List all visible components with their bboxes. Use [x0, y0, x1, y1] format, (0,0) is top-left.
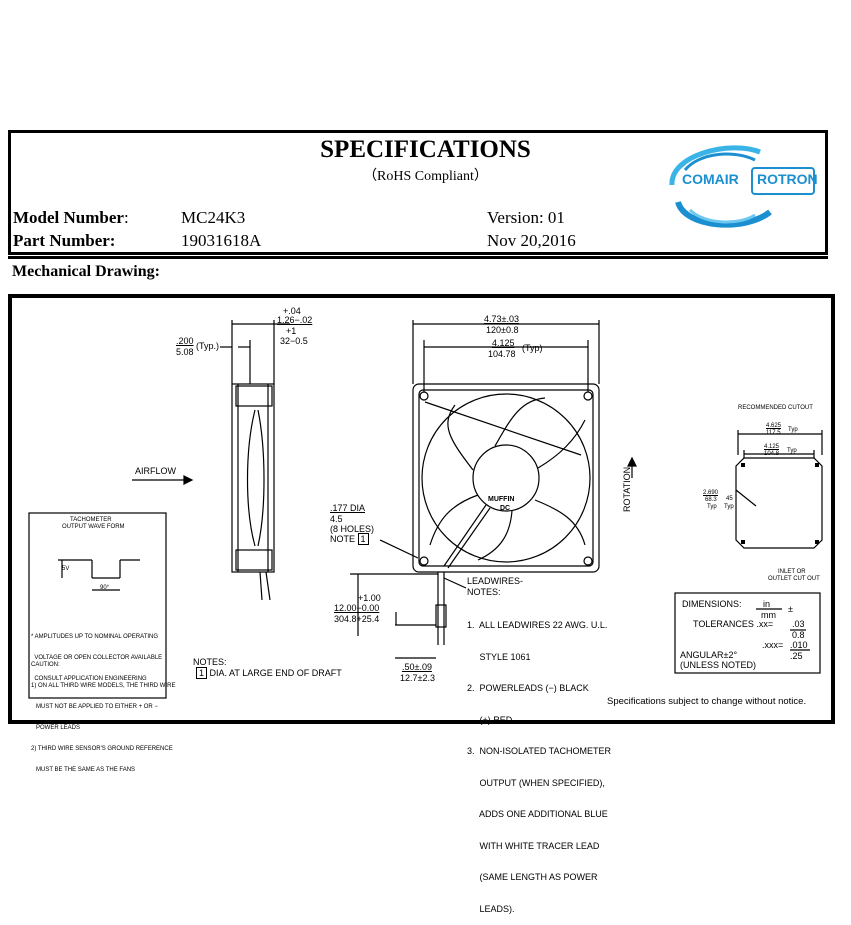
tol-dims-pm: ± — [788, 604, 793, 614]
leadwires-notes-list: 1. ALL LEADWIRES 22 AWG. U.L. STYLE 1061… — [467, 599, 611, 925]
leadwire-note-line: (SAME LENGTH AS POWER — [467, 872, 598, 882]
strip-length-mm: 12.7±2.3 — [400, 673, 435, 683]
tol-xxx-in: .010 — [790, 640, 808, 650]
leadwire-note-line: ADDS ONE ADDITIONAL BLUE — [467, 809, 608, 819]
leadwires-notes-title: NOTES: — [467, 587, 501, 597]
rotation-label: ROTATION — [622, 466, 632, 512]
disclaimer-text: Specifications subject to change without… — [607, 696, 807, 707]
leadwire-note-line: 2. POWERLEADS (−) BLACK — [467, 683, 589, 693]
model-number-value: MC24K3 — [181, 208, 246, 227]
tol-angular: ANGULAR±2° — [680, 650, 738, 660]
cutout-angle: 45 — [726, 496, 733, 502]
page-title: SPECIFICATIONS — [320, 136, 531, 163]
hub-label-dc: DC — [500, 505, 511, 512]
dim-hole-spacing-in: 4.125 — [492, 338, 515, 348]
airflow-label: AIRFLOW — [135, 466, 177, 476]
dim-flange-mm: 5.08 — [176, 347, 194, 357]
dim-flange-typ: (Typ.) — [196, 341, 220, 351]
mechanical-drawing-art — [28, 320, 823, 699]
header-box — [8, 130, 828, 259]
leadwire-note-line: STYLE 1061 — [467, 651, 531, 662]
cutout-width-mm: 117.5 — [766, 430, 781, 436]
tach-amplitude-note: * AMPLITUDES UP TO NOMINAL OPERATING VOL… — [31, 634, 163, 682]
dim-flange-in: .200 — [176, 336, 194, 346]
cutout-title: RECOMMENDED CUTOUT — [738, 405, 813, 411]
cutout-height-typ: Typ — [787, 448, 797, 454]
tol-xx-mm: 0.8 — [792, 630, 805, 640]
cutout-radius-in: 2.690 — [703, 490, 719, 496]
drawing-box — [8, 294, 835, 724]
logo-comair-text: COMAIR — [682, 171, 739, 187]
strip-length-in: .50±.09 — [402, 662, 432, 672]
tol-xxx-label: .xxx= — [762, 640, 784, 650]
tach-subtitle: OUTPUT WAVE FORM — [62, 524, 125, 530]
date-text: Nov 20,2016 — [487, 231, 576, 250]
tach-caution: CAUTION: 1) ON ALL THIRD WIRE MODELS, TH… — [31, 662, 176, 773]
dim-hole-spacing-mm: 104.78 — [488, 349, 516, 359]
part-number-label: Part Number: — [13, 231, 116, 250]
tol-dims-mm: mm — [761, 610, 776, 620]
cutout-height-mm: 104.8 — [764, 451, 780, 457]
lead-length-in: 12.00−0.00 — [334, 603, 380, 613]
leadwire-note-line: (+) RED — [467, 714, 513, 725]
dim-width-in: 4.73±.03 — [484, 314, 519, 324]
leadwire-note-line: OUTPUT (WHEN SPECIFIED), — [467, 777, 605, 788]
dim-thickness-mm-plus: +1 — [286, 326, 297, 336]
dim-hole-spacing-typ: (Typ) — [522, 343, 543, 353]
cutout-radius-mm: 68.3 — [705, 497, 717, 503]
comair-rotron-logo: COMAIR ROTRON — [660, 140, 820, 235]
part-number-value: 19031618A — [181, 231, 262, 250]
dim-thickness-in: 1.26−.02 — [277, 315, 313, 325]
lead-length-mm: 304.8+25.4 — [334, 614, 380, 624]
hub-label-muffin: MUFFIN — [488, 496, 515, 503]
leadwire-note-line: 3. NON-ISOLATED TACHOMETER — [467, 746, 612, 756]
tol-xx-in: .03 — [792, 619, 805, 629]
tol-xx-label: TOLERANCES .xx= — [693, 619, 774, 629]
cutout-radius-typ: Typ — [707, 504, 717, 510]
tach-voltage: 5V — [62, 566, 70, 572]
model-number-label: Model Number: — [13, 208, 129, 227]
hole-dia-in: .177 DIA — [330, 503, 366, 513]
cutout-inlet-label: INLET OR — [778, 569, 806, 575]
dim-thickness-tol-plus: +.04 — [283, 306, 301, 316]
cutout-width-typ: Typ — [788, 427, 798, 433]
lead-length-tol: +1.00 — [358, 593, 381, 603]
dim-thickness-mm: 32−0.5 — [280, 336, 308, 346]
version-text: Version: 01 — [487, 208, 565, 227]
hole-dia-mm: 4.5 — [330, 514, 343, 524]
hole-note-ref: NOTE 1 — [330, 533, 369, 545]
tol-unless-noted: (UNLESS NOTED) — [680, 660, 757, 670]
cutout-angle-typ: Typ — [724, 504, 734, 510]
cutout-height-in: 4.125 — [764, 444, 780, 450]
hole-count: (8 HOLES) — [330, 524, 375, 534]
tach-title: TACHOMETER — [70, 517, 112, 523]
cutout-outlet-label: OUTLET CUT OUT — [768, 576, 820, 582]
logo-swirl-icon — [669, 145, 815, 228]
cutout-width-in: 4.625 — [766, 423, 782, 429]
leadwires-title: LEADWIRES- — [467, 576, 524, 586]
rohs-subtitle: （RoHS Compliant） — [363, 169, 488, 184]
notes-title: NOTES: — [193, 657, 227, 667]
leadwire-note-line: WITH WHITE TRACER LEAD — [467, 840, 600, 851]
tol-dims-in: in — [763, 599, 771, 609]
note-1: 1 DIA. AT LARGE END OF DRAFT — [196, 667, 342, 679]
tol-dimensions-label: DIMENSIONS: — [682, 599, 742, 609]
dim-width-mm: 120±0.8 — [486, 325, 519, 335]
tach-phase: 90° — [100, 585, 110, 591]
logo-rotron-text: ROTRON — [757, 171, 818, 187]
tol-xxx-mm: .25 — [790, 651, 803, 661]
leadwire-note-line: 1. ALL LEADWIRES 22 AWG. U.L. — [467, 620, 608, 630]
leadwire-note-line: LEADS). — [467, 903, 515, 914]
section-title: Mechanical Drawing: — [12, 263, 160, 280]
